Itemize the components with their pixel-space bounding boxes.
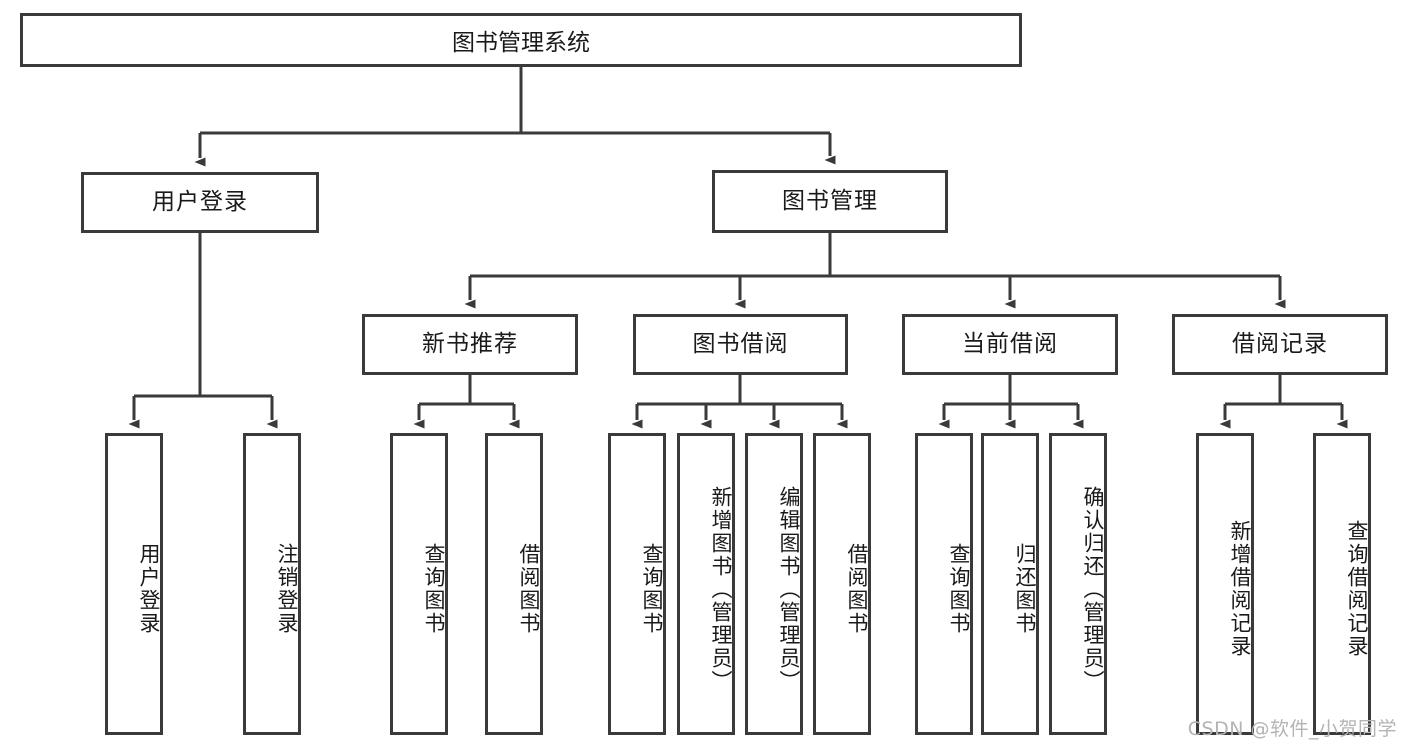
leaf-borrow-book[interactable]: 借阅图书 (813, 433, 871, 735)
leaf-query-book-current[interactable]: 查询图书 (915, 433, 973, 735)
leaf-query-borrow-record[interactable]: 查询借阅记录 (1313, 433, 1371, 735)
leaf-add-borrow-record[interactable]: 新增借阅记录 (1196, 433, 1254, 735)
node-label: 借阅图书 (845, 543, 869, 635)
leaf-query-book-borrow[interactable]: 查询图书 (608, 433, 666, 735)
node-label: 当前借阅 (962, 331, 1058, 358)
node-book-management[interactable]: 图书管理 (712, 170, 948, 233)
node-label: 借阅记录 (1232, 331, 1328, 358)
leaf-user-login[interactable]: 用户登录 (105, 433, 163, 735)
leaf-edit-book-admin[interactable]: 编辑图书（管理员） (745, 433, 803, 735)
node-label: 新增图书（管理员） (709, 485, 733, 693)
leaf-logout-login[interactable]: 注销登录 (243, 433, 301, 735)
node-label: 查询图书 (640, 543, 664, 635)
node-label: 注销登录 (275, 543, 299, 635)
node-label: 查询图书 (422, 543, 446, 635)
node-label: 归还图书 (1013, 543, 1037, 635)
node-label: 查询图书 (947, 543, 971, 635)
node-user-login[interactable]: 用户登录 (81, 172, 319, 233)
node-label: 新增借阅记录 (1228, 520, 1252, 658)
node-label: 图书借阅 (692, 331, 789, 358)
csdn-watermark: CSDN @软件_小贺同学 (1187, 718, 1397, 740)
node-borrow-record[interactable]: 借阅记录 (1172, 314, 1388, 375)
node-label: 图书管理 (782, 188, 878, 215)
leaf-add-book-admin[interactable]: 新增图书（管理员） (677, 433, 735, 735)
leaf-confirm-return-admin[interactable]: 确认归还（管理员） (1049, 433, 1107, 735)
node-current-borrow[interactable]: 当前借阅 (902, 314, 1118, 375)
node-label: 图书管理系统 (452, 30, 590, 56)
node-label: 借阅图书 (517, 543, 541, 635)
node-book-borrow[interactable]: 图书借阅 (633, 314, 848, 375)
node-label: 用户登录 (152, 189, 248, 216)
leaf-return-book[interactable]: 归还图书 (981, 433, 1039, 735)
node-new-book-recommend[interactable]: 新书推荐 (362, 314, 578, 375)
node-root-book-management-system[interactable]: 图书管理系统 (20, 13, 1022, 67)
node-label: 新书推荐 (422, 331, 518, 358)
node-label: 查询借阅记录 (1345, 520, 1369, 658)
node-label: 编辑图书（管理员） (777, 485, 801, 693)
node-label: 确认归还（管理员） (1081, 485, 1105, 693)
node-label: 用户登录 (137, 543, 161, 635)
leaf-query-book-new-recommend[interactable]: 查询图书 (390, 433, 448, 735)
leaf-borrow-book-new-recommend[interactable]: 借阅图书 (485, 433, 543, 735)
